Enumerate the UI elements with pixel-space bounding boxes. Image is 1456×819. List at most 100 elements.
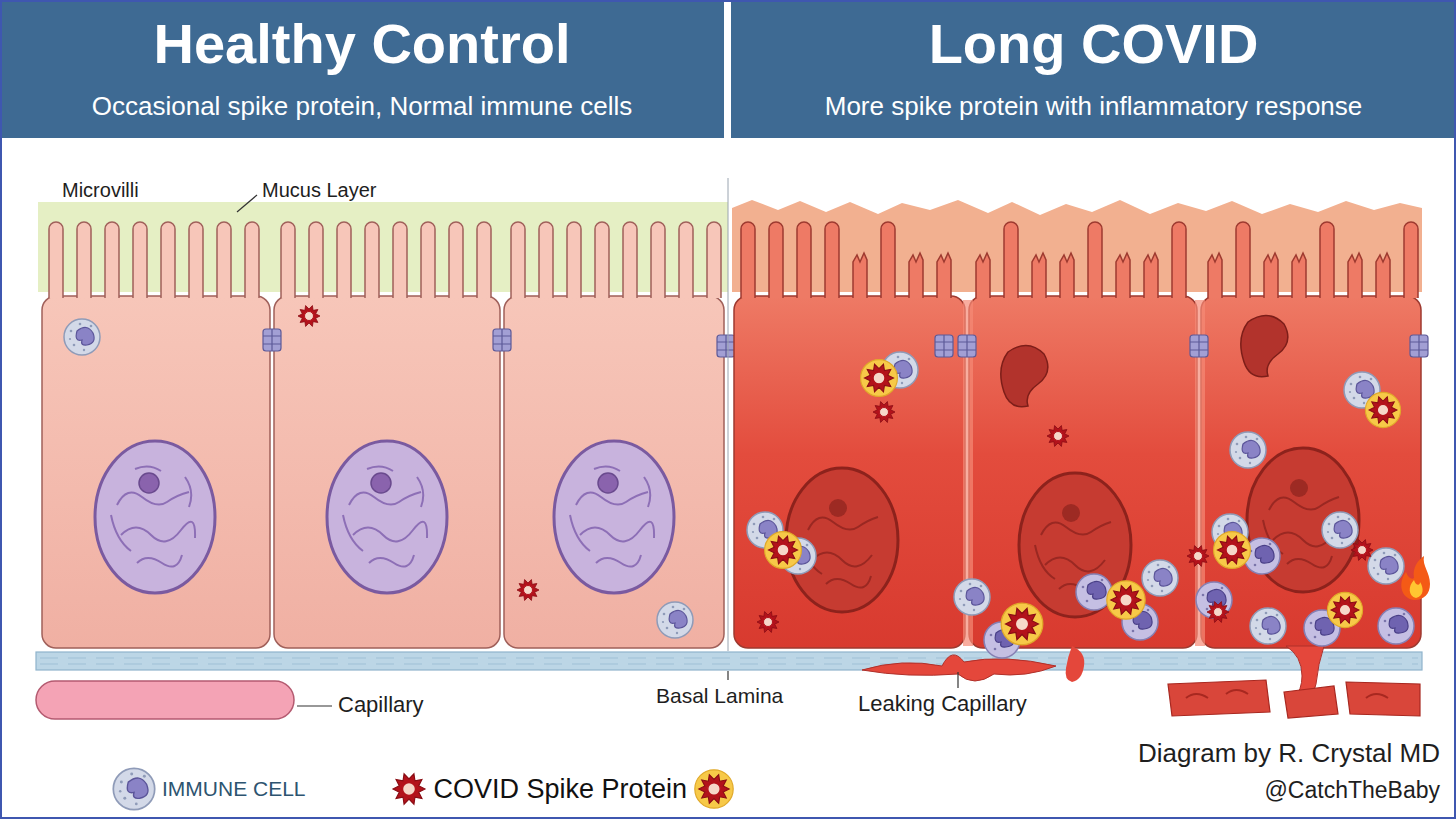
inflamed-epithelial-cells: [881, 222, 895, 298]
inflamed-epithelial-cells: [937, 253, 951, 298]
inflamed-epithelial-cells: [741, 222, 755, 298]
healthy-epithelial-cells: [595, 222, 609, 298]
spike-proteins: [1047, 426, 1069, 447]
spike-proteins: [1001, 603, 1043, 645]
legend-entry: COVID Spike Protein: [390, 768, 736, 810]
immune-cells: [1142, 560, 1178, 596]
healthy-epithelial-cells: [49, 222, 63, 298]
credit-note: Diagram by R. Crystal MD: [1138, 738, 1440, 769]
inflamed-epithelial-cells: [1264, 253, 1278, 298]
basal-lamina: [36, 652, 1422, 670]
healthy-epithelial-cells: [245, 222, 259, 298]
inflamed-epithelial-cells: [853, 253, 867, 298]
header-subtitle: Occasional spike protein, Normal immune …: [92, 92, 632, 122]
basal-lamina: [40, 658, 1418, 664]
inflammation-flame: [1410, 580, 1423, 598]
inflamed-epithelial-cells: [1032, 253, 1046, 298]
spike-proteins: [1351, 540, 1373, 561]
capillary: [36, 681, 294, 719]
leader-lines: [297, 705, 332, 706]
inflamed-epithelial-cells: [1404, 222, 1418, 298]
inflammation-flame: [1401, 556, 1430, 600]
healthy-epithelial-cells: [42, 296, 270, 648]
legend-sample: [112, 767, 156, 811]
basal-lamina: [36, 652, 1422, 670]
legend-text: IMMUNE CELL: [162, 776, 306, 801]
inflamed-epithelial-cells: [1172, 222, 1186, 298]
inflamed-epithelial-cells: [1060, 253, 1074, 298]
header-band: Long COVID More spike protein with inflam…: [731, 0, 1456, 138]
leaking-capillary: [1186, 690, 1248, 698]
part-label: Capillary: [338, 692, 424, 718]
leaking-capillary: [1366, 694, 1388, 698]
inflamed-epithelial-cells: [958, 335, 976, 357]
immune-cells: [1378, 608, 1414, 644]
immune-cells: [64, 319, 1414, 658]
leaking-capillary: [1284, 686, 1338, 718]
inflamed-epithelial-cells: [1348, 253, 1362, 298]
healthy-epithelial-cells: [95, 441, 215, 593]
part-label: Basal Lamina: [656, 683, 783, 708]
inflammation-flame: [1401, 556, 1430, 600]
immune-cells: [657, 602, 693, 638]
inflamed-epithelial-cells: [734, 222, 1428, 648]
healthy-epithelial-cells: [327, 441, 447, 593]
spike-proteins: [1327, 592, 1362, 627]
credit-handle: @CatchTheBaby: [1265, 777, 1441, 805]
immune-cells: [1250, 608, 1286, 644]
inflamed-epithelial-cells: [1088, 222, 1102, 298]
immune-cells: [1322, 512, 1358, 548]
healthy-epithelial-cells: [365, 222, 379, 298]
spike-proteins: [861, 360, 898, 397]
organelle: [1241, 315, 1288, 376]
healthy-epithelial-cells: [539, 222, 553, 298]
spike-proteins: [1187, 546, 1209, 567]
healthy-epithelial-cells: [707, 222, 721, 298]
organelle: [1001, 345, 1048, 406]
healthy-epithelial-cells: [493, 329, 511, 351]
inflamed-epithelial-cells: [734, 296, 965, 648]
leader-lines: [727, 671, 728, 680]
header-title: Long COVID: [929, 12, 1259, 76]
healthy-epithelial-cells: [651, 222, 665, 298]
spike-proteins: [298, 306, 320, 327]
healthy-epithelial-cells: [717, 335, 735, 357]
immune-cells: [1230, 432, 1266, 468]
legend-sample-shape: [113, 768, 154, 809]
inflamed-epithelial-cells: [1410, 335, 1428, 357]
healthy-epithelial-cells: [623, 222, 637, 298]
healthy-epithelial-cells: [263, 329, 281, 351]
legend-sample-shape: [393, 774, 425, 804]
healthy-epithelial-cells: [161, 222, 175, 298]
spike-proteins: [517, 580, 539, 601]
leaking-capillary: [1346, 682, 1420, 716]
healthy-epithelial-cells: [393, 222, 407, 298]
inflamed-epithelial-cells: [1004, 222, 1018, 298]
leader-lines: [957, 672, 958, 688]
header-subtitle: More spike protein with inflammatory res…: [825, 92, 1363, 122]
healthy-epithelial-cells: [554, 441, 674, 593]
inflamed-epithelial-cells: [1208, 253, 1222, 298]
legend-sample-shape: [695, 770, 733, 808]
inflamed-epithelial-cells: [909, 253, 923, 298]
leaking-capillary: [1168, 680, 1270, 716]
inflamed-epithelial-cells: [969, 296, 1197, 648]
inflamed-epithelial-cells: [1376, 253, 1390, 298]
part-label: Mucus Layer: [262, 178, 377, 202]
immune-cells: [64, 319, 100, 355]
inflamed-epithelial-cells: [1190, 335, 1208, 357]
healthy-epithelial-cells: [504, 296, 724, 648]
healthy-epithelial-cells: [217, 222, 231, 298]
legend: IMMUNE CELL COVID Spike Protein: [112, 766, 735, 812]
spike-proteins: [1214, 532, 1251, 569]
panel-divider: [728, 178, 729, 651]
healthy-epithelial-cells: [274, 296, 500, 648]
inflamed-epithelial-cells: [976, 253, 990, 298]
healthy-epithelial-cells: [105, 222, 119, 298]
healthy-epithelial-cells: [421, 222, 435, 298]
legend-sample: [693, 768, 735, 810]
healthy-epithelial-cells: [133, 222, 147, 298]
inflamed-epithelial-cells: [1116, 253, 1130, 298]
healthy-epithelial-cells: [567, 222, 581, 298]
legend-text: COVID Spike Protein: [434, 773, 688, 805]
